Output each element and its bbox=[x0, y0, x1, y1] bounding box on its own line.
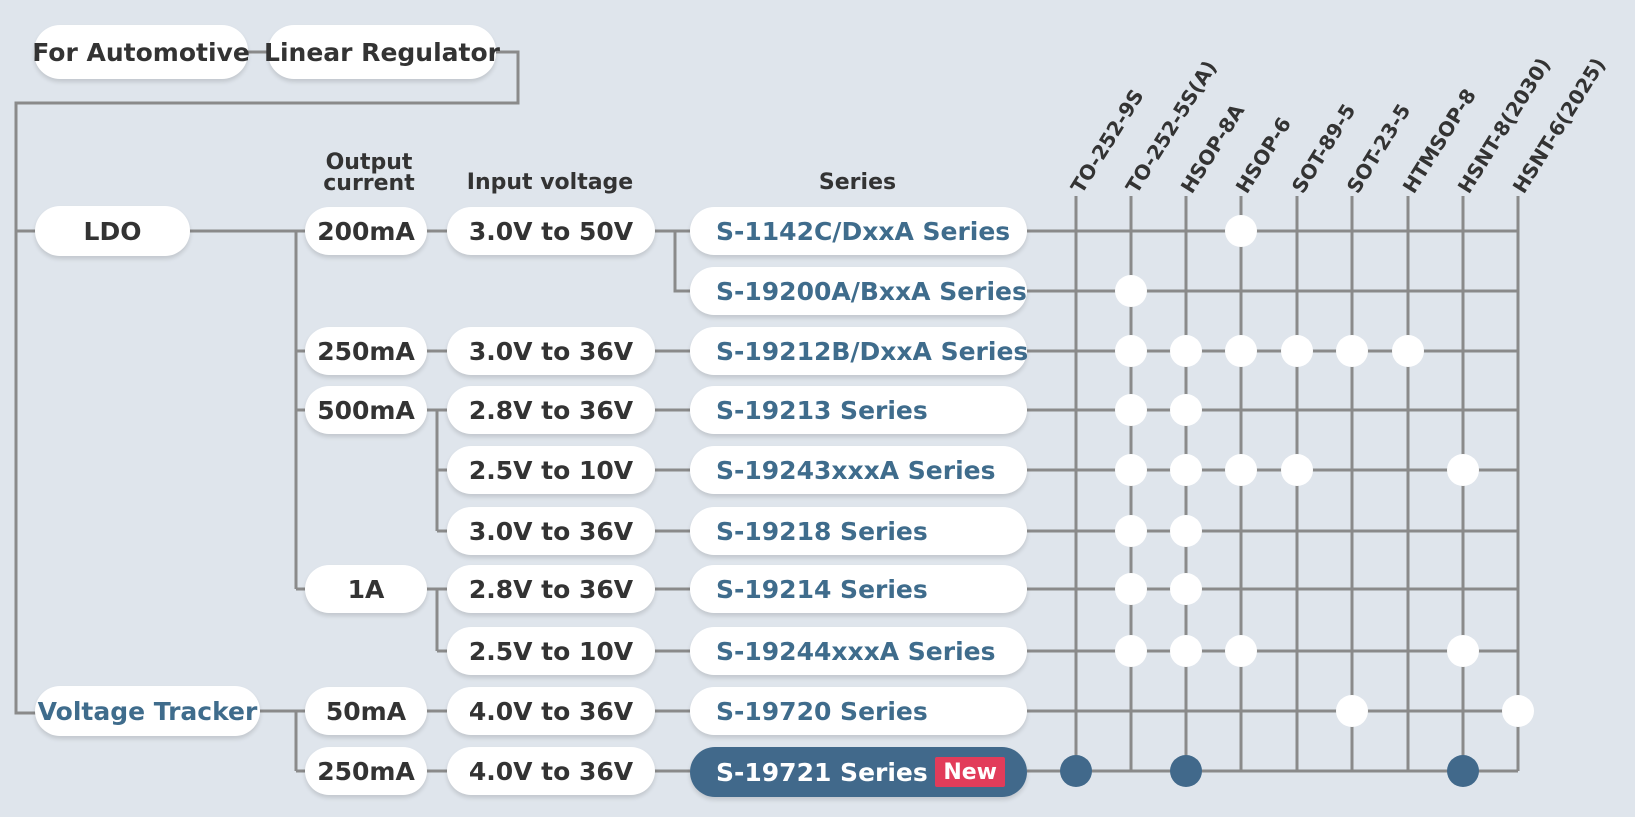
package-availability-dot bbox=[1170, 515, 1202, 547]
series-header: Series bbox=[818, 170, 897, 195]
series-pill: S-19213 Series bbox=[690, 386, 1027, 434]
output-current-header-line1: Output bbox=[325, 150, 413, 175]
package-availability-dot bbox=[1115, 573, 1147, 605]
series-pill-label: S-19721 Series bbox=[716, 757, 928, 787]
current-pill: 1A bbox=[305, 565, 427, 613]
new-badge: New bbox=[935, 757, 1005, 787]
package-availability-dot bbox=[1447, 755, 1479, 787]
package-availability-dot bbox=[1336, 335, 1368, 367]
series-pill: S-19244xxxA Series bbox=[690, 627, 1027, 675]
package-availability-dot bbox=[1225, 454, 1257, 486]
voltage-pill: 2.5V to 10V bbox=[447, 446, 655, 494]
series-pill: S-19214 Series bbox=[690, 565, 1027, 613]
package-availability-dot bbox=[1115, 335, 1147, 367]
voltage-pill: 4.0V to 36V bbox=[447, 687, 655, 735]
package-availability-dot bbox=[1281, 454, 1313, 486]
input-voltage-header: Input voltage bbox=[466, 170, 634, 195]
voltage-pill: 3.0V to 36V bbox=[447, 507, 655, 555]
linear-regulator-label: Linear Regulator bbox=[264, 25, 500, 79]
package-availability-dot bbox=[1281, 335, 1313, 367]
package-availability-dot bbox=[1115, 275, 1147, 307]
package-availability-dot bbox=[1336, 695, 1368, 727]
package-availability-dot bbox=[1115, 635, 1147, 667]
current-pill: 250mA bbox=[305, 747, 427, 795]
package-availability-dot bbox=[1447, 454, 1479, 486]
package-availability-dot bbox=[1170, 454, 1202, 486]
series-pill: S-19218 Series bbox=[690, 507, 1027, 555]
package-availability-dot bbox=[1115, 394, 1147, 426]
package-availability-dot bbox=[1115, 454, 1147, 486]
current-pill: 250mA bbox=[305, 327, 427, 375]
series-pill: S-19212B/DxxA Series bbox=[690, 327, 1028, 375]
package-availability-dot bbox=[1225, 635, 1257, 667]
package-availability-dot bbox=[1392, 335, 1424, 367]
current-pill: 50mA bbox=[305, 687, 427, 735]
package-availability-dot bbox=[1115, 515, 1147, 547]
package-availability-dot bbox=[1170, 573, 1202, 605]
series-pill: S-19720 Series bbox=[690, 687, 1027, 735]
package-availability-dot bbox=[1170, 335, 1202, 367]
package-availability-dot bbox=[1060, 755, 1092, 787]
output-current-header: Output current bbox=[305, 150, 433, 196]
ldo-category: LDO bbox=[35, 206, 190, 256]
for-automotive-label: For Automotive bbox=[32, 25, 250, 79]
package-availability-dot bbox=[1225, 215, 1257, 247]
package-availability-dot bbox=[1447, 635, 1479, 667]
package-availability-dot bbox=[1170, 755, 1202, 787]
package-availability-dot bbox=[1170, 635, 1202, 667]
voltage-pill: 3.0V to 50V bbox=[447, 207, 655, 255]
current-pill: 200mA bbox=[305, 207, 427, 255]
voltage-pill: 2.8V to 36V bbox=[447, 565, 655, 613]
voltage-pill: 2.8V to 36V bbox=[447, 386, 655, 434]
series-pill: S-19200A/BxxA Series bbox=[690, 267, 1027, 315]
series-pill: S-1142C/DxxA Series bbox=[690, 207, 1027, 255]
package-availability-dot bbox=[1502, 695, 1534, 727]
series-pill: S-19243xxxA Series bbox=[690, 446, 1027, 494]
voltage-pill: 3.0V to 36V bbox=[447, 327, 655, 375]
voltage-tracker-category: Voltage Tracker bbox=[35, 686, 260, 736]
output-current-header-line2: current bbox=[323, 171, 415, 196]
voltage-pill: 2.5V to 10V bbox=[447, 627, 655, 675]
current-pill: 500mA bbox=[305, 386, 427, 434]
series-pill-highlight: S-19721 Series New bbox=[690, 747, 1027, 797]
package-availability-dot bbox=[1170, 394, 1202, 426]
package-availability-dot bbox=[1225, 335, 1257, 367]
voltage-pill: 4.0V to 36V bbox=[447, 747, 655, 795]
